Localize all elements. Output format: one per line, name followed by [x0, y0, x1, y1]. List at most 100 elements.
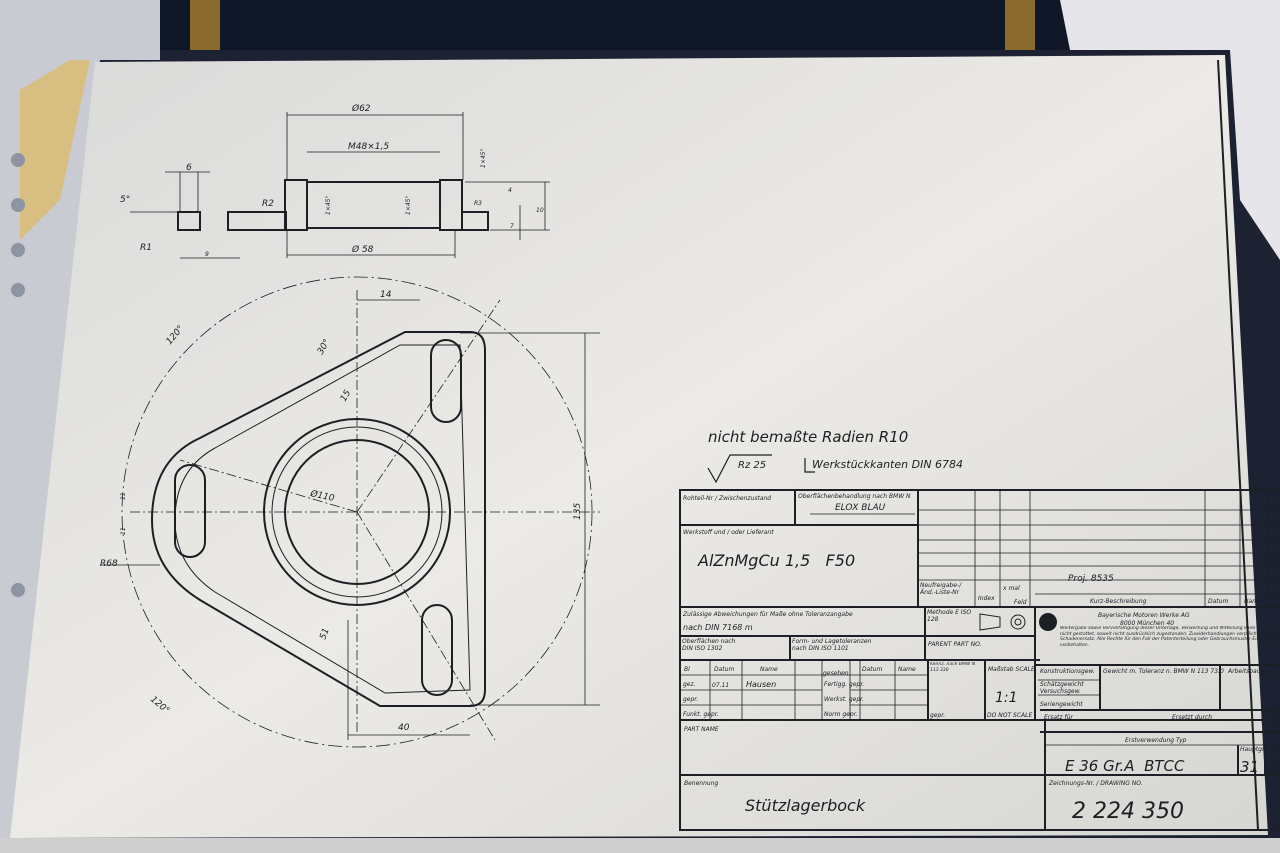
tolerance-value: nach DIN 7168 m [683, 623, 753, 632]
drawing-sheet [10, 55, 1268, 838]
dim-r3: R3 [474, 200, 482, 207]
estimated-weight-label: Schätzgewicht [1040, 681, 1084, 688]
fabric-stripe [190, 0, 220, 50]
dim-r68: R68 [100, 559, 118, 569]
replaced-by-label: Ersetzt durch [1172, 714, 1212, 721]
other-papers [1060, 0, 1280, 260]
name-label: Name [898, 666, 916, 673]
surface-roughness: Rz 25 [738, 460, 766, 471]
drawn-date: 07.11 [712, 682, 729, 689]
dim-dia62: Ø62 [351, 103, 371, 114]
yellow-sheet [20, 60, 90, 240]
date-label: Datum [714, 666, 734, 673]
surface-symbol [707, 454, 772, 484]
company-notice: Weitergabe sowie Vervielfältigung dieser… [1060, 626, 1278, 648]
function-checked-label: Funkt. gepr. [683, 711, 719, 718]
index-label: Index [978, 595, 995, 602]
dim-11: 11 [120, 527, 127, 535]
note-edges: Werkstückkanten DIN 6784 [812, 458, 963, 471]
part-name-label: PART NAME [684, 726, 719, 733]
workshop-checked-label: Werkst. gepr. [824, 696, 864, 703]
drawn-signature: Hausen [746, 680, 776, 689]
dim-51: 51 [318, 627, 331, 641]
series-weight-label: Seriengewicht [1040, 701, 1083, 708]
drawn-label: gez. [683, 681, 696, 688]
bmw-logo-icon [1039, 613, 1057, 631]
dim-chamfer: 1×45° [405, 196, 412, 215]
sheet-label: Bl [684, 666, 690, 673]
dim-11: 11 [120, 492, 127, 500]
type-value: E 36 Gr.A BTCC [1065, 757, 1185, 775]
sub-group-value: 3 [1268, 758, 1278, 776]
material-label: Werkstoff und / oder Lieferant [683, 529, 774, 536]
scale-value: 1:1 [995, 690, 1018, 706]
dim-r1: R1 [140, 243, 152, 253]
test-weight-label: Versuchsgew. [1040, 688, 1081, 695]
parent-part-label: PARENT PART NO. [928, 641, 982, 648]
title-block [679, 489, 1280, 831]
surface-treatment-label: Oberflächenbehandlung nach BMW N [798, 493, 911, 500]
do-not-scale: DO NOT SCALE [987, 712, 1032, 719]
dim-14: 14 [380, 290, 392, 300]
note-radii: nicht bemaßte Radien R10 [708, 428, 908, 446]
replaces-label: Ersatz für [1044, 714, 1073, 721]
field-label: Feld [1014, 599, 1027, 606]
projection-method-label: Methode E ISO 128 [927, 609, 972, 623]
plan-view: 14 30° 15 120° 120° Ø110 11 11 R68 135 5… [100, 276, 600, 748]
rohteil-label: Rohteil-Nr / Zwischenzustand [683, 495, 771, 502]
xmal-label: x mal [1002, 585, 1020, 592]
production-checked-label: Fertigg. gepr. [824, 681, 864, 688]
section-view: Ø62 M48×1,5 6 5° R1 R2 1×45° 1×45° 1×45°… [120, 103, 550, 259]
seen-label: gesehen [823, 670, 849, 677]
company-city: 8000 München 40 [1120, 620, 1174, 627]
main-group-value: 31 [1240, 758, 1259, 776]
edge-symbol [804, 458, 815, 473]
first-use-label: Erstverwendung Typ [1125, 737, 1187, 744]
dim-thread: M48×1,5 [348, 142, 389, 152]
binder-holes [11, 153, 25, 597]
surfaces-label: Oberflächen nach DIN ISO 1302 [682, 638, 736, 652]
drawing-number-label: Zeichnungs-Nr. / DRAWING NO. [1048, 780, 1143, 787]
project-value: Proj. 8535 [1068, 574, 1114, 584]
company-name: Bayerische Motoren Werke AG [1098, 612, 1190, 619]
work-break-label: Arbeitspause [1227, 668, 1268, 675]
fabric-stripe [1005, 0, 1035, 50]
designation-label: Benennung [684, 780, 719, 787]
dim-dia58: Ø 58 [351, 244, 374, 255]
dim-135: 135 [573, 503, 583, 520]
surface-treatment-value: ELOX BLAU [835, 503, 886, 513]
main-group-label: Hauptgr. [1240, 746, 1266, 753]
title-block-text: Rohteil-Nr / Zwischenzustand Oberflächen… [682, 493, 1278, 824]
date-label: Datum [1208, 598, 1228, 605]
dim-9: 9 [205, 251, 209, 258]
designation-value: Stützlagerbock [745, 796, 866, 815]
sheet-edge [0, 838, 1280, 853]
drawing-number-value: 2 224 350 [1072, 799, 1184, 824]
name-label: Name [760, 666, 778, 673]
dim-dia110: Ø110 [308, 488, 335, 504]
title-grid [680, 490, 1280, 746]
fabric [160, 0, 1070, 50]
dim-chamfer: 1×45° [325, 196, 332, 215]
checked-label: gepr. [930, 712, 945, 719]
name-label: Name [1244, 598, 1262, 605]
dim-7: 7 [510, 223, 514, 230]
design-weight-label: Konstruktionsgew. [1040, 668, 1095, 675]
dim-6: 6 [186, 163, 192, 173]
tolerance-label: Zulässige Abweichungen für Maße ohne Tol… [682, 611, 853, 618]
change-list-label: Neufreigabe-/ Änd.-Liste-Nr [920, 582, 962, 596]
marking-label: Kennz. nach BMW N 113 330 [930, 662, 976, 673]
checked-label: gepr. [683, 696, 698, 703]
scale-label: Maßstab SCALE [988, 666, 1035, 673]
dim-10: 10 [536, 207, 544, 214]
dim-4: 4 [508, 187, 512, 194]
dim-r2: R2 [262, 199, 274, 209]
material-value: AlZnMgCu 1,5 F50 [697, 551, 855, 570]
dim-chamfer: 1×45° [480, 149, 487, 168]
dim-40: 40 [398, 723, 410, 733]
short-description-label: Kurz-Beschreibung [1090, 598, 1147, 605]
dim-5deg: 5° [120, 195, 130, 205]
form-tolerance-label: Form- und Lagetoleranzen nach DIN ISO 11… [792, 638, 872, 652]
weight-tolerance-label: Gewicht m. Toleranz n. BMW N 113 73.0 [1103, 668, 1224, 675]
